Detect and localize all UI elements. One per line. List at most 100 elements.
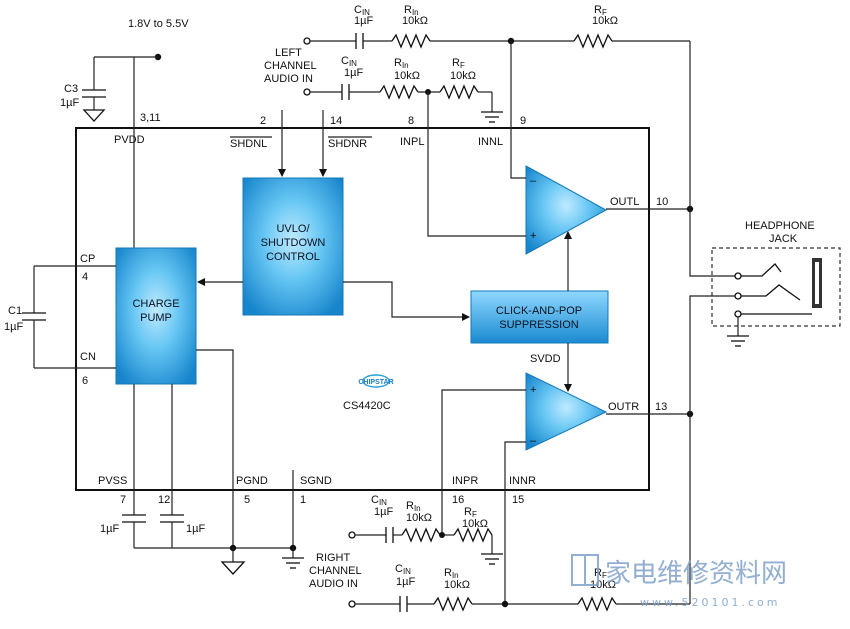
pvss-pin-number: 7 <box>120 494 126 506</box>
inpl-pin-label: INPL <box>400 136 424 148</box>
right-input-terminal-bottom <box>348 600 356 608</box>
left-input-label-line1: LEFT <box>275 47 302 59</box>
cin-top-value: 1µF <box>354 15 373 27</box>
rf-top-name: RF <box>594 4 607 17</box>
uvlo-label-line2: SHUTDOWN <box>261 237 326 249</box>
watermark: 家电维修资料网 www.520101.com <box>571 554 787 609</box>
shdnl-pin-label: SHDNL <box>230 138 267 150</box>
click-pop-label-line2: SUPPRESSION <box>499 319 579 331</box>
c1-name: C1 <box>8 305 22 317</box>
inpr-pin-label: INPR <box>452 475 478 487</box>
rf-right-mid-resistor <box>453 527 493 543</box>
chip-name: CS4420C <box>343 400 391 412</box>
chipstar-logo-text: CHIPSTAR <box>358 379 393 386</box>
rf-mid-left-resistor <box>439 84 479 100</box>
charge-pump-label-line2: PUMP <box>140 312 172 324</box>
outl-pin-label: OUTL <box>610 196 639 208</box>
uvlo-label-line1: UVLO/ <box>276 223 310 235</box>
jack-label-line1: HEADPHONE <box>745 220 815 232</box>
rin-top-value: 10kΩ <box>402 15 428 27</box>
jack-tip-contact <box>734 272 742 280</box>
left-amp-minus: – <box>530 175 537 187</box>
rin-mid-left-resistor <box>379 84 419 100</box>
click-pop-label-line1: CLICK-AND-POP <box>496 305 582 317</box>
rf-right-bottom-value: 10kΩ <box>590 579 616 591</box>
pvdd-pin-number: 3,11 <box>140 112 161 124</box>
cin-top-name: CIN <box>354 4 370 17</box>
cin-right-mid-name: CIN <box>371 494 387 507</box>
jack-sleeve-contact <box>734 310 742 318</box>
c1-value: 1µF <box>4 321 23 333</box>
jack-ring-contact <box>734 292 742 300</box>
rin-top-name: RIn <box>404 4 419 17</box>
innr-pin-number: 15 <box>512 494 524 506</box>
innl-pin-label: INNL <box>478 136 503 148</box>
left-input-label-line3: AUDIO IN <box>264 73 313 85</box>
rin-right-bottom-name: RIn <box>444 567 459 580</box>
right-amplifier <box>525 372 608 451</box>
cin-mid-value: 1µF <box>344 67 363 79</box>
cin-right-mid-value: 1µF <box>374 506 393 518</box>
rin-top-left-resistor <box>391 33 431 49</box>
pvss-cap1-value: 1µF <box>100 523 119 535</box>
pvss-pin-label: PVSS <box>98 475 127 487</box>
rin-mid-value: 10kΩ <box>394 70 420 82</box>
cin-right-bottom-value: 1µF <box>396 576 415 588</box>
left-input-label-line2: CHANNEL <box>264 60 317 72</box>
charge-pump-block <box>115 247 197 385</box>
svdd-label: SVDD <box>530 353 561 365</box>
rf-right-mid-name: RF <box>464 506 477 519</box>
pgnd-pin-number: 5 <box>244 494 250 506</box>
right-input-label-line2: CHANNEL <box>309 565 362 577</box>
pgnd-ground-icon <box>220 561 246 575</box>
jack-label-line2: JACK <box>769 233 798 245</box>
cn-pin-number: 6 <box>82 375 88 387</box>
pvss-cap2-value: 1µF <box>186 523 205 535</box>
rf-right-bottom-resistor <box>577 596 617 612</box>
pvss-pin-number-2: 12 <box>158 494 170 506</box>
left-input-terminal-bottom <box>303 88 311 96</box>
outr-pin-label: OUTR <box>608 401 639 413</box>
click-pop-block <box>470 290 609 344</box>
shdnr-pin-number: 14 <box>330 115 342 127</box>
pgnd-pin-label: PGND <box>236 475 268 487</box>
right-amp-minus: – <box>530 435 537 447</box>
c3-value: 1µF <box>60 97 79 109</box>
innr-pin-label: INNR <box>509 475 536 487</box>
cin-mid-name: CIN <box>341 55 357 68</box>
rin-right-mid-value: 10kΩ <box>406 512 432 524</box>
shdnr-pin-label: SHDNR <box>328 138 367 150</box>
rf-top-value: 10kΩ <box>592 15 618 27</box>
cin-right-bottom-name: CIN <box>395 563 411 576</box>
watermark-cn: 家电维修资料网 <box>605 559 787 589</box>
c3-name: C3 <box>64 83 78 95</box>
right-amp-plus: + <box>530 384 536 396</box>
rin-right-bottom-resistor <box>433 596 473 612</box>
uvlo-label-line3: CONTROL <box>266 251 320 263</box>
right-input-label-line1: RIGHT <box>316 552 351 564</box>
ic-outline <box>75 127 650 491</box>
uvlo-to-clickpop-arrow <box>343 281 470 321</box>
rin-right-mid-resistor <box>401 527 441 543</box>
left-input-terminal-top <box>303 37 311 45</box>
right-input-terminal-top <box>348 531 356 539</box>
rf-right-mid-value: 10kΩ <box>462 518 488 530</box>
outr-pin-number: 13 <box>655 401 667 413</box>
chipstar-logo: CHIPSTAR <box>358 374 394 388</box>
rin-right-mid-name: RIn <box>406 500 421 513</box>
innl-pin-number: 9 <box>520 115 526 127</box>
rin-right-bottom-value: 10kΩ <box>444 579 470 591</box>
shdnl-pin-number: 2 <box>260 115 266 127</box>
rin-mid-name: RIn <box>394 57 409 70</box>
left-amp-plus: + <box>530 230 536 242</box>
c3-ground-icon <box>82 109 106 122</box>
sgnd-pin-number: 1 <box>300 494 306 506</box>
sgnd-pin-label: SGND <box>300 475 332 487</box>
rf-mid-name: RF <box>452 57 465 70</box>
headphone-jack-outline <box>711 247 841 327</box>
right-input-label-line3: AUDIO IN <box>309 578 358 590</box>
supply-range-label: 1.8V to 5.5V <box>128 18 189 30</box>
left-amplifier <box>525 165 608 255</box>
inpl-pin-number: 8 <box>408 115 414 127</box>
